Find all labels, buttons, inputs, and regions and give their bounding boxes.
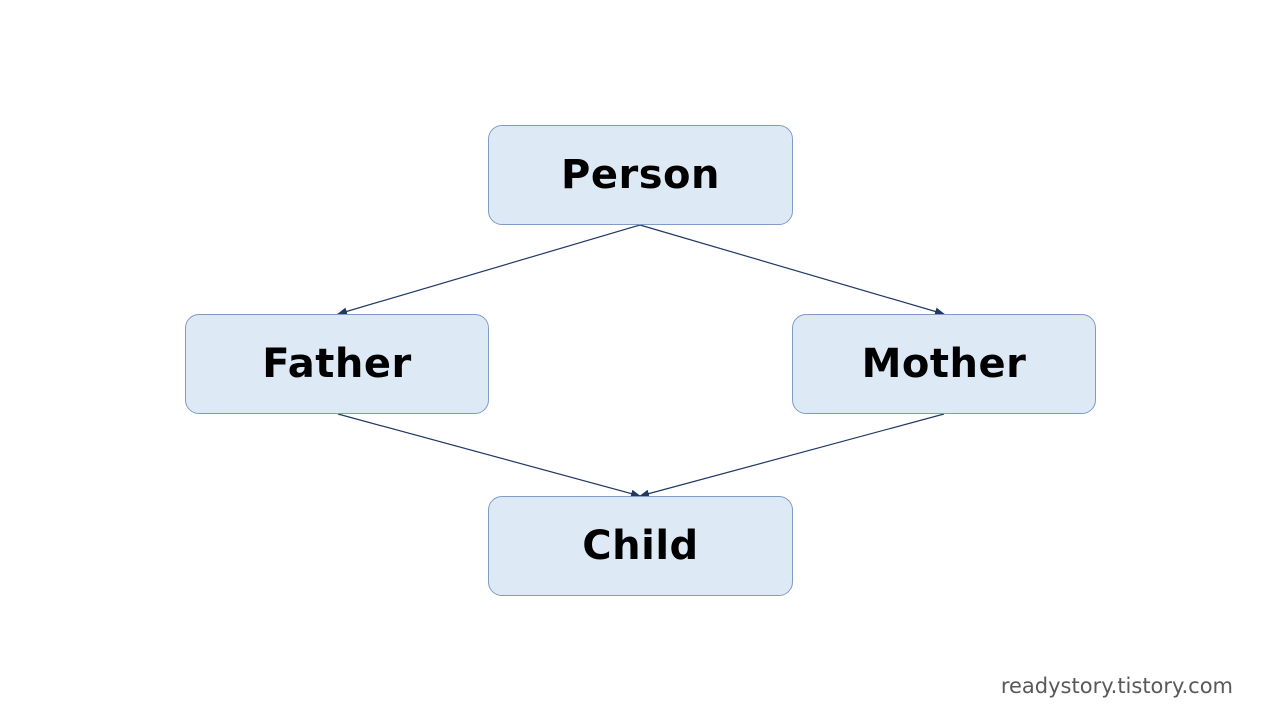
node-child-label: Child xyxy=(582,523,699,569)
node-mother-label: Mother xyxy=(861,341,1027,387)
node-mother: Mother xyxy=(792,314,1096,414)
edge-mother-to-child xyxy=(639,413,945,498)
node-person-label: Person xyxy=(561,152,720,198)
watermark-text: readystory.tistory.com xyxy=(1000,674,1233,698)
node-person: Person xyxy=(488,125,793,225)
node-father-label: Father xyxy=(262,341,412,387)
edge-father-to-child xyxy=(337,413,641,498)
edge-person-to-mother xyxy=(639,224,945,316)
node-child: Child xyxy=(488,496,793,596)
edge-person-to-father xyxy=(337,224,641,316)
node-father: Father xyxy=(185,314,489,414)
